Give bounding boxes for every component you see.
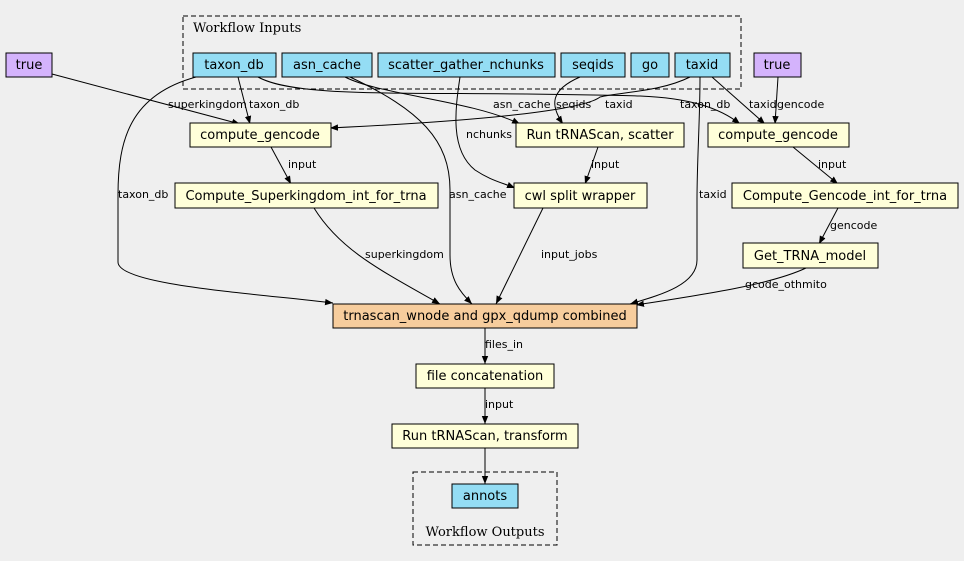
edge-compute-gencode-right-to-gencode-int: input [792,146,847,185]
edge-label-taxid-right: taxid [749,98,777,111]
svg-text:file concatenation: file concatenation [427,369,544,384]
edge-asn-cache-to-combined: asn_cache [349,76,507,305]
edge-true-right-to-compute-gencode-right: gencode [772,76,824,125]
node-run-trnascan-transform[interactable]: Run tRNAScan, transform [391,423,579,449]
edge-taxon-db-to-compute-gencode-left: taxon_db [237,76,299,125]
node-compute-superkingdom[interactable]: Compute_Superkingdom_int_for_trna [174,182,439,209]
edge-asn-cache-to-run-scatter: asn_cache [344,76,551,125]
node-file-concatenation[interactable]: file concatenation [415,363,555,389]
svg-text:Compute_Superkingdom_int_for_t: Compute_Superkingdom_int_for_trna [185,189,426,204]
node-cwl-split-wrapper[interactable]: cwl split wrapper [513,182,648,209]
node-get-trna-model[interactable]: Get_TRNA_model [742,242,879,269]
edge-taxon-db-to-compute-gencode-right: taxon_db [257,76,741,125]
edge-compute-gencode-left-to-superkingdom: input [270,146,317,185]
svg-text:Get_TRNA_model: Get_TRNA_model [754,249,866,264]
svg-text:go: go [642,58,658,73]
svg-text:annots: annots [463,489,507,504]
edge-taxid-to-compute-gencode-right: taxid [711,76,777,125]
node-compute-gencode-right[interactable]: compute_gencode [707,122,850,148]
node-true-right[interactable]: true [753,52,802,78]
node-go[interactable]: go [630,52,670,78]
svg-text:taxid: taxid [686,58,719,73]
edge-label-gcode-othmito: gcode_othmito [745,278,827,291]
workflow-inputs-cluster: Workflow Inputs [182,15,742,90]
edge-label-input-jobs: input_jobs [541,248,598,261]
edge-true-to-compute-gencode-left: superkingdom [51,73,247,126]
svg-text:cwl split wrapper: cwl split wrapper [525,189,636,204]
edge-superkingdom-to-combined: superkingdom [313,207,444,305]
node-compute-gencode-int[interactable]: Compute_Gencode_int_for_trna [731,182,959,209]
workflow-outputs-title: Workflow Outputs [426,525,545,540]
svg-text:scatter_gather_nchunks: scatter_gather_nchunks [388,58,544,73]
edge-label-input-4: input [485,398,514,411]
edge-label-superkingdom: superkingdom [168,98,247,111]
svg-text:seqids: seqids [572,58,614,73]
edge-label-taxon-db-long: taxon_db [118,188,168,201]
node-taxid[interactable]: taxid [674,52,731,78]
edge-gencode-int-to-trna-model: gencode [818,207,877,245]
edge-run-scatter-to-cwl-split: input [584,146,620,185]
edge-cwl-split-to-combined: input_jobs [495,207,598,305]
workflow-inputs-title: Workflow Inputs [193,21,301,36]
edge-label-files-in: files_in [485,338,523,351]
svg-text:Run tRNAScan, transform: Run tRNAScan, transform [402,429,567,444]
edge-trna-model-to-combined: gcode_othmito [635,267,827,307]
edge-label-gencode-mid: gencode [830,219,877,232]
edge-nchunks-to-cwl-split: nchunks [455,76,516,189]
node-scatter-gather-nchunks[interactable]: scatter_gather_nchunks [377,52,556,78]
edge-label-taxid-long: taxid [699,188,727,201]
node-seqids[interactable]: seqids [560,52,626,78]
edge-label-asn-cache-top: asn_cache [493,98,551,111]
edge-label-taxon-db-right: taxon_db [680,98,730,111]
edge-label-superkingdom-mid: superkingdom [365,248,444,261]
edge-label-gencode-top: gencode [777,98,824,111]
svg-text:compute_gencode: compute_gencode [200,128,320,143]
node-trnascan-combined[interactable]: trnascan_wnode and gpx_qdump combined [332,303,638,329]
edge-taxon-db-to-combined: taxon_db [117,76,334,306]
edge-label-input-2: input [591,158,620,171]
edge-taxid-to-combined: taxid [629,76,727,305]
edge-label-input-1: input [288,158,317,171]
edge-taxid-to-compute-gencode-left: taxid [329,76,691,131]
edge-label-input-3: input [818,158,847,171]
svg-text:compute_gencode: compute_gencode [718,128,838,143]
edge-label-asn-cache-long: asn_cache [449,188,507,201]
svg-text:true: true [16,58,43,73]
svg-text:true: true [764,58,791,73]
svg-text:asn_cache: asn_cache [293,58,361,73]
node-run-trnascan-scatter[interactable]: Run tRNAScan, scatter [515,122,685,148]
svg-text:trnascan_wnode and gpx_qdump c: trnascan_wnode and gpx_qdump combined [343,309,626,324]
edge-file-concat-to-transform: input [481,388,514,424]
edge-label-nchunks: nchunks [466,128,512,141]
node-taxon-db[interactable]: taxon_db [192,52,277,78]
node-compute-gencode-left[interactable]: compute_gencode [189,122,332,148]
edge-combined-to-file-concat: files_in [481,328,523,364]
edge-label-taxon-db-left: taxon_db [249,98,299,111]
node-true-left[interactable]: true [5,52,53,78]
edge-label-taxid-left: taxid [605,98,633,111]
svg-text:Compute_Gencode_int_for_trna: Compute_Gencode_int_for_trna [743,189,947,204]
svg-text:taxon_db: taxon_db [204,58,264,73]
edge-seqids-to-run-scatter: seqids [554,76,592,125]
node-asn-cache[interactable]: asn_cache [281,52,373,78]
svg-text:Run tRNAScan, scatter: Run tRNAScan, scatter [526,128,674,143]
node-annots[interactable]: annots [451,483,519,509]
